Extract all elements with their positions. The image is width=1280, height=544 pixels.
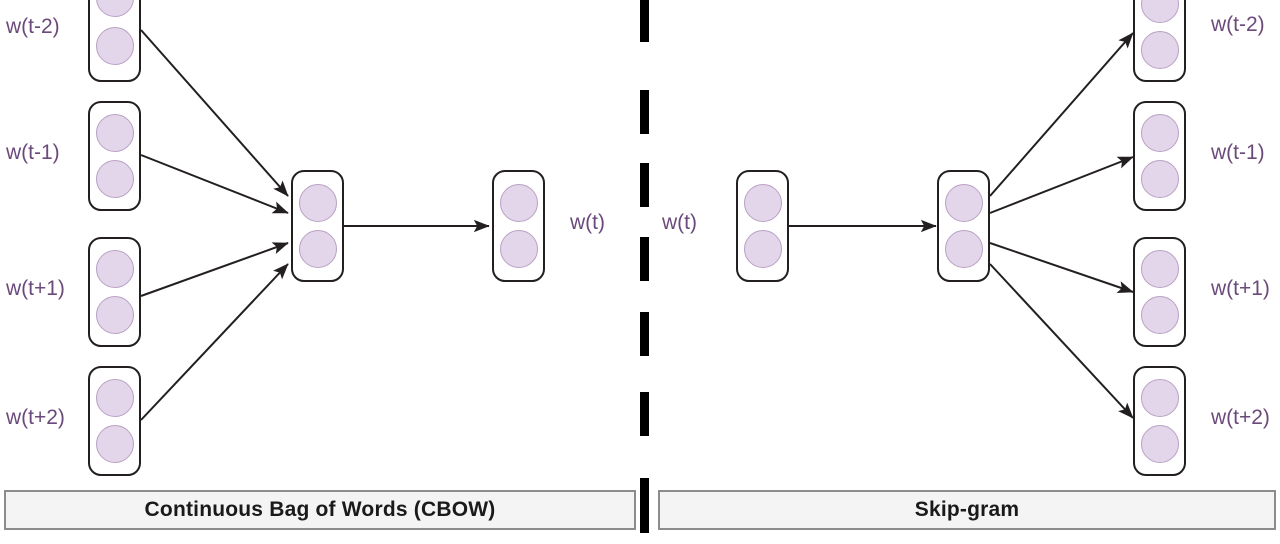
skipgram-output-box-2 bbox=[1133, 101, 1186, 211]
skipgram-caption-bar: Skip-gram bbox=[658, 490, 1276, 530]
neuron-unit bbox=[95, 114, 134, 152]
cbow-input-box-1 bbox=[88, 0, 141, 82]
neuron-unit bbox=[95, 160, 134, 198]
cbow-hidden-layer-box bbox=[291, 170, 344, 282]
cbow-input-label-3: w(t+1) bbox=[6, 277, 65, 300]
skipgram-output-box-1 bbox=[1133, 0, 1186, 82]
divider-dash bbox=[640, 237, 649, 281]
neuron-unit bbox=[1140, 296, 1179, 334]
cbow-output-label: w(t) bbox=[570, 211, 605, 234]
neuron-unit bbox=[95, 250, 134, 288]
skipgram-output-label-1: w(t-2) bbox=[1211, 13, 1265, 36]
skipgram-input-label: w(t) bbox=[662, 211, 697, 234]
divider-dash bbox=[640, 312, 649, 356]
neuron-unit bbox=[944, 230, 983, 268]
neuron-unit bbox=[944, 184, 983, 222]
neuron-unit bbox=[743, 184, 782, 222]
cbow-output-box bbox=[492, 170, 545, 282]
divider-dash bbox=[640, 0, 649, 42]
skipgram-output-label-4: w(t+2) bbox=[1211, 406, 1270, 429]
divider-dash bbox=[640, 90, 649, 134]
neuron-unit bbox=[743, 230, 782, 268]
cbow-input-box-2 bbox=[88, 101, 141, 211]
skipgram-output-label-2: w(t-1) bbox=[1211, 141, 1265, 164]
skipgram-output-box-3 bbox=[1133, 237, 1186, 347]
cbow-caption-bar: Continuous Bag of Words (CBOW) bbox=[4, 490, 636, 530]
neuron-unit bbox=[1140, 114, 1179, 152]
skipgram-input-box bbox=[736, 170, 789, 282]
divider-dash bbox=[640, 478, 649, 533]
divider-dash bbox=[640, 392, 649, 436]
skipgram-output-label-3: w(t+1) bbox=[1211, 277, 1270, 300]
cbow-input-label-1: w(t-2) bbox=[6, 15, 60, 38]
neuron-unit bbox=[298, 184, 337, 222]
neuron-unit bbox=[95, 296, 134, 334]
cbow-input-box-3 bbox=[88, 237, 141, 347]
neuron-unit bbox=[1140, 379, 1179, 417]
neuron-unit bbox=[499, 184, 538, 222]
skipgram-output-box-4 bbox=[1133, 366, 1186, 476]
cbow-input-label-4: w(t+2) bbox=[6, 406, 65, 429]
neuron-unit bbox=[1140, 0, 1179, 23]
neuron-unit bbox=[1140, 160, 1179, 198]
neuron-unit bbox=[1140, 31, 1179, 69]
divider-dash bbox=[640, 163, 649, 207]
cbow-input-label-2: w(t-1) bbox=[6, 141, 60, 164]
neuron-unit bbox=[95, 0, 134, 17]
neuron-unit bbox=[95, 425, 134, 463]
skipgram-hidden-layer-box bbox=[937, 170, 990, 282]
neuron-unit bbox=[1140, 250, 1179, 288]
cbow-caption-text: Continuous Bag of Words (CBOW) bbox=[144, 498, 496, 521]
neuron-unit bbox=[95, 379, 134, 417]
neuron-unit bbox=[298, 230, 337, 268]
neuron-unit bbox=[1140, 425, 1179, 463]
neuron-unit bbox=[499, 230, 538, 268]
neuron-unit bbox=[95, 27, 134, 65]
skipgram-caption-text: Skip-gram bbox=[914, 498, 1020, 521]
cbow-input-box-4 bbox=[88, 366, 141, 476]
